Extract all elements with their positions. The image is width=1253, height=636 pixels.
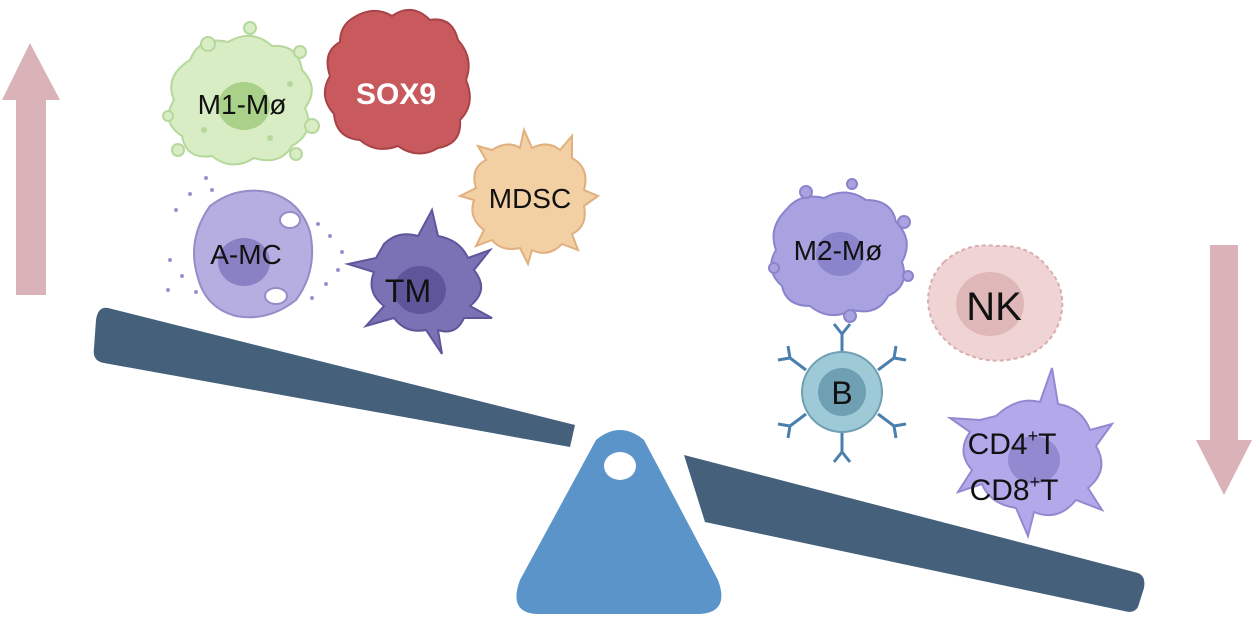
mdsc-cell: MDSC bbox=[457, 126, 601, 267]
cd4-label: CD4+T bbox=[968, 426, 1057, 461]
antibody-icon bbox=[777, 323, 907, 463]
cd4-superscript: + bbox=[1028, 426, 1039, 446]
sox9-protein: SOX9 bbox=[323, 9, 471, 155]
amc-label: A-MC bbox=[210, 239, 282, 270]
arrow-down-icon bbox=[1196, 245, 1252, 495]
m1-macrophage: M1-Mø bbox=[162, 21, 320, 166]
seesaw-beam bbox=[93, 307, 1145, 612]
m2-macrophage: M2-Mø bbox=[768, 178, 914, 323]
b-cell: B bbox=[777, 323, 907, 463]
cd8-label: CD8+T bbox=[970, 472, 1059, 507]
cd8-t: T bbox=[1040, 474, 1058, 507]
cd4-t: T bbox=[1038, 428, 1056, 461]
arrow-up-icon bbox=[2, 43, 60, 295]
m2-label: M2-Mø bbox=[794, 235, 883, 266]
mdsc-label: MDSC bbox=[489, 183, 571, 214]
tm-label: TM bbox=[385, 273, 431, 309]
cd4-text: CD4 bbox=[968, 428, 1028, 461]
nk-label: NK bbox=[966, 285, 1022, 329]
b-label: B bbox=[831, 375, 852, 411]
tm-cell: TM bbox=[344, 207, 494, 355]
seesaw-fulcrum bbox=[516, 430, 722, 614]
t-cell: CD4+T CD8+T bbox=[946, 367, 1115, 540]
m1-label: M1-Mø bbox=[198, 89, 287, 120]
sox9-label: SOX9 bbox=[356, 78, 436, 111]
amc-cell: A-MC bbox=[166, 176, 344, 319]
cd8-text: CD8 bbox=[970, 474, 1030, 507]
cd8-superscript: + bbox=[1030, 472, 1041, 492]
nk-cell: NK bbox=[926, 244, 1064, 362]
